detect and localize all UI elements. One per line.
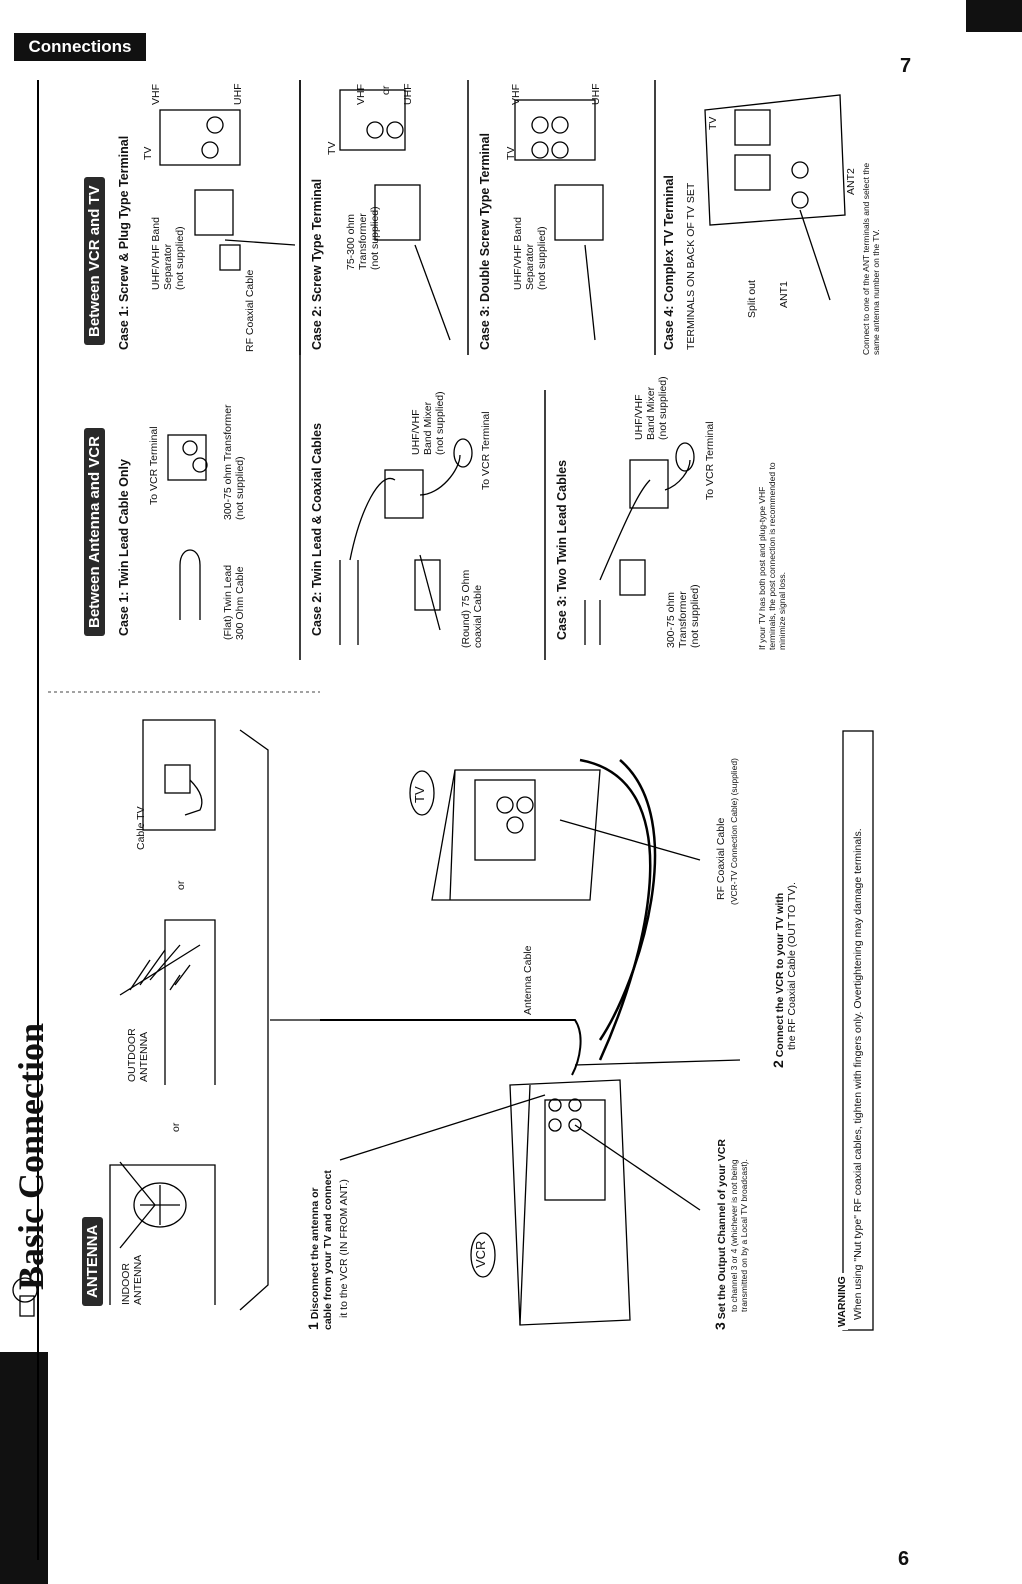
vcr-tv-case1-tv: TV [142, 146, 154, 160]
rf-cable-sublabel: (VCR-TV Connection Cable) (supplied) [729, 758, 739, 905]
vcr-tv-case2-vhf: VHF [355, 84, 367, 105]
ant-vcr-case1-title: Case 1: Twin Lead Cable Only [117, 459, 131, 636]
outdoor-antenna-label: OUTDOOR ANTENNA [126, 1028, 151, 1082]
vcr-tv-case2-title: Case 2: Screw Type Terminal [310, 178, 324, 350]
vcr-tv-case4-terminals: TERMINALS ON BACK OF TV SET [685, 182, 697, 350]
warning-title: WARNING [836, 1273, 849, 1330]
step-1-text: it to the VCR (IN FROM ANT.) [338, 1179, 350, 1318]
vcr-tv-case1-uhf: UHF [232, 83, 244, 105]
vcr-tv-case4-title: Case 4: Complex TV Terminal [662, 175, 676, 350]
page-title: Basic Connection [11, 1022, 51, 1290]
step-1-bold: Disconnect the antenna or cable from you… [309, 1170, 334, 1330]
step-2-bold: Connect the VCR to your TV with [774, 892, 786, 1058]
step-1-number: 1 [305, 1322, 321, 1330]
page-number-left: 6 [898, 1548, 910, 1570]
ant-vcr-case3-transformer: 300-75 ohm Transformer (not supplied) [665, 584, 702, 648]
ant-vcr-note: If your TV has both post and plug-type V… [757, 462, 787, 650]
vcr-label: VCR [473, 1240, 488, 1268]
step-2-text: the RF Coaxial Cable (OUT TO TV). [786, 882, 798, 1050]
vcr-tv-case2-uhf: UHF [402, 83, 414, 105]
ant-vcr-case2-to-vcr: To VCR Terminal [480, 411, 492, 490]
vcr-tv-case4-split-out: Split out [746, 280, 758, 318]
vcr-tv-case1-separator: UHF/VHF Band Separator (not supplied) [150, 217, 187, 290]
step-1: 1 Disconnect the antenna or cable from y… [305, 1170, 334, 1330]
vcr-tv-case1-title: Case 1: Screw & Plug Type Terminal [117, 135, 131, 350]
ant-vcr-case3-title: Case 3: Two Twin Lead Cables [555, 459, 569, 640]
vcr-tv-case3-uhf: UHF [590, 83, 602, 105]
vcr-tv-case2-tv: TV [326, 141, 338, 155]
vcr-tv-case3-separator: UHF/VHF Band Separator (not supplied) [512, 217, 549, 290]
vcr-tv-case2-or: or [380, 85, 392, 95]
ant-vcr-case2-mixer: UHF/VHF Band Mixer (not supplied) [410, 391, 447, 455]
vcr-tv-case4-ant2: ANT2 [845, 168, 857, 195]
or-label-2: or [175, 880, 187, 890]
vcr-tv-case4-note: Connect to one of the ANT terminals and … [861, 162, 881, 355]
vcr-tv-case2-transformer: 75-300 ohm Transformer (not supplied) [345, 206, 382, 270]
rf-cable-label: RF Coaxial Cable [715, 817, 727, 900]
antenna-section-label: ANTENNA [82, 1216, 103, 1306]
vcr-tv-case4-tv: TV [707, 116, 719, 130]
step-2: 2 Connect the VCR to your TV with [770, 893, 787, 1068]
vcr-tv-case3-tv: TV [505, 146, 517, 160]
vcr-tv-case1-vhf: VHF [150, 84, 162, 105]
ant-vcr-case1-twin-lead: (Flat) Twin Lead 300 Ohm Cable [222, 564, 247, 640]
ant-vcr-case2-title: Case 2: Twin Lead & Coaxial Cables [310, 422, 324, 636]
page-number-right: 7 [900, 55, 912, 77]
step-3-number: 3 [712, 1322, 728, 1330]
cable-tv-label: Cable TV [135, 806, 147, 850]
tv-label: TV [412, 786, 427, 803]
vcr-tv-case4-ant1: ANT1 [778, 281, 790, 308]
antenna-cable-label: Antenna Cable [522, 945, 534, 1015]
warning-text: When using "Nut type" RF coaxial cables,… [852, 828, 864, 1320]
vcr-tv-section-label: Between VCR and TV [84, 177, 105, 345]
step-3-bold: Set the Output Channel of your VCR [716, 1139, 728, 1320]
or-label-1: or [170, 1122, 182, 1132]
connections-tab[interactable]: Connections [14, 33, 146, 61]
ant-vcr-case1-to-vcr: To VCR Terminal [148, 426, 160, 505]
ant-vcr-case3-to-vcr: To VCR Terminal [704, 421, 716, 500]
ant-vcr-case3-mixer: UHF/VHF Band Mixer (not supplied) [633, 376, 670, 440]
ant-vcr-case2-coax: (Round) 75 Ohm coaxial Cable [460, 569, 485, 648]
step-3-text: to channel 3 or 4 (whichever is not bein… [729, 1159, 749, 1312]
vcr-tv-case3-title: Case 3: Double Screw Type Terminal [478, 133, 492, 350]
ant-vcr-section-label: Between Antenna and VCR [84, 428, 105, 636]
vcr-tv-case3-vhf: VHF [510, 84, 522, 105]
ant-vcr-case1-transformer: 300-75 ohm Transformer (not supplied) [222, 404, 247, 520]
vcr-tv-case1-rf: RF Coaxial Cable [244, 269, 256, 352]
step-3: 3 Set the Output Channel of your VCR [712, 1139, 729, 1330]
step-2-number: 2 [770, 1060, 786, 1068]
indoor-antenna-label: INDOOR ANTENNA [120, 1254, 145, 1305]
